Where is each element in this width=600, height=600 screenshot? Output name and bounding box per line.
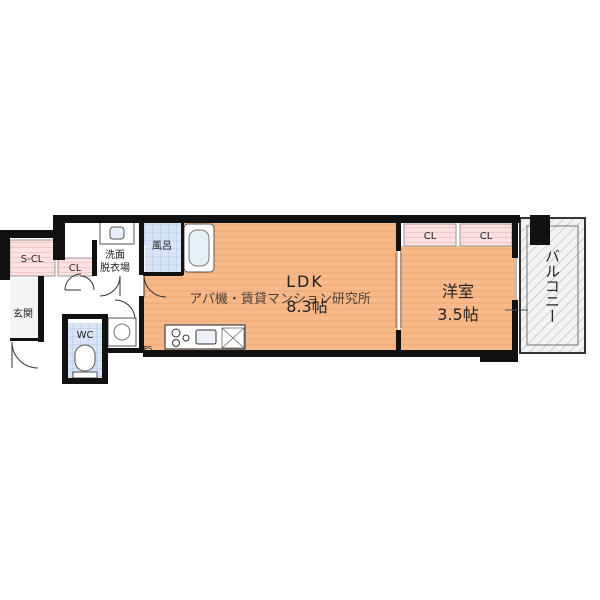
walls <box>0 215 550 384</box>
entry-closet-label: CL <box>69 263 82 274</box>
washroom-label-2: 脱衣場 <box>100 261 130 274</box>
kitchen-counter <box>164 324 246 350</box>
shoe-closet-label: S-CL <box>21 254 44 265</box>
bathtub <box>183 223 215 273</box>
ldk-size: 8.3帖 <box>286 297 327 316</box>
watermark: アパ機・賃貸マンション研究所 <box>189 291 371 307</box>
balcony-label: バルコニー <box>543 249 561 324</box>
washbasin <box>99 221 135 245</box>
bath-label: 風呂 <box>152 240 172 252</box>
closet-shoe <box>9 239 56 277</box>
doors <box>11 252 528 369</box>
washing-machine <box>107 317 137 347</box>
closet-2-label: CL <box>480 231 493 242</box>
ps-label: PS <box>144 345 153 353</box>
closet-western-1 <box>403 223 457 247</box>
ldk-label: LDK <box>286 272 324 291</box>
toilet-room <box>66 323 104 379</box>
western-room-size: 3.5帖 <box>437 305 478 324</box>
western-room-label: 洋室 <box>442 282 474 301</box>
entrance-floor <box>10 278 38 340</box>
closet-1-label: CL <box>424 231 437 242</box>
washroom-label-1: 洗面 <box>105 249 125 261</box>
toilet-label: WC <box>77 330 94 341</box>
entrance-label: 玄関 <box>13 307 33 320</box>
bath-floor <box>143 222 181 274</box>
